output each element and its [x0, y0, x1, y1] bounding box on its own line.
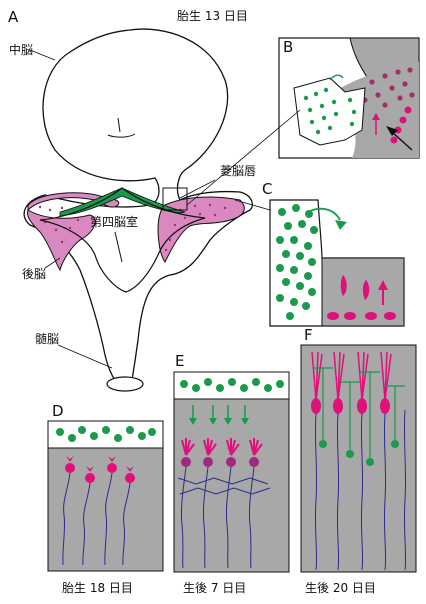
panel-e-purkinje-cells	[181, 438, 263, 456]
stage-label-f: 生後 20 日目	[305, 581, 376, 595]
panel-f-purkinje-somas	[311, 398, 390, 414]
panel-d-axons	[62, 472, 131, 566]
embryo-day-label: 胎生 13 日目	[177, 9, 248, 23]
fourth-ventricle-outline	[39, 187, 206, 293]
panel-e-green-dots	[180, 378, 284, 392]
medulla-label: 髄脳	[35, 331, 59, 346]
panel-c	[269, 199, 405, 327]
panel-f-purkinje-dendrites	[311, 351, 392, 401]
panel-label-a: A	[8, 8, 19, 26]
panel-label-d: D	[52, 402, 64, 420]
medulla-end	[106, 376, 144, 392]
rhombic-lip-label: 菱脳唇	[220, 164, 256, 178]
panel-f	[300, 344, 417, 573]
panel-label-f: F	[304, 326, 313, 344]
panel-a-brain	[23, 28, 253, 392]
panel-b-black-arrow	[391, 131, 413, 151]
panel-label-c: C	[262, 180, 272, 198]
brain-outline	[23, 28, 253, 383]
midbrain-label: 中脳	[9, 42, 33, 57]
panel-d-purkinje-cells	[65, 456, 135, 483]
panel-b-green-dots	[303, 87, 357, 135]
panel-label-e: E	[175, 352, 184, 370]
zoom-box	[162, 187, 188, 211]
panel-e-green-arrows	[192, 405, 246, 420]
panel-f-axons	[314, 409, 407, 571]
panel-b-pink-dots	[362, 67, 415, 108]
panel-e-axons	[177, 466, 271, 569]
fourth-ventricle-label: 第四脳室	[90, 214, 138, 229]
midbrain-line	[117, 117, 121, 133]
panel-d-green-dots	[56, 426, 156, 442]
panel-b-green-arrow	[329, 74, 344, 81]
hindbrain-left-lobe	[27, 192, 120, 272]
hindbrain-label: 後脳	[22, 267, 46, 281]
panel-f-granule-cells	[313, 367, 405, 460]
stage-label-d: 胎生 18 日目	[62, 581, 133, 595]
panel-e	[173, 371, 290, 573]
panel-b	[278, 37, 420, 159]
stage-label-e: 生後 7 日目	[183, 581, 246, 595]
panel-c-purkinje-cells	[327, 275, 396, 320]
panel-c-green-dots	[276, 204, 318, 320]
panel-label-b: B	[283, 38, 293, 56]
panel-c-green-arrow	[307, 207, 341, 221]
panel-d	[47, 420, 164, 572]
